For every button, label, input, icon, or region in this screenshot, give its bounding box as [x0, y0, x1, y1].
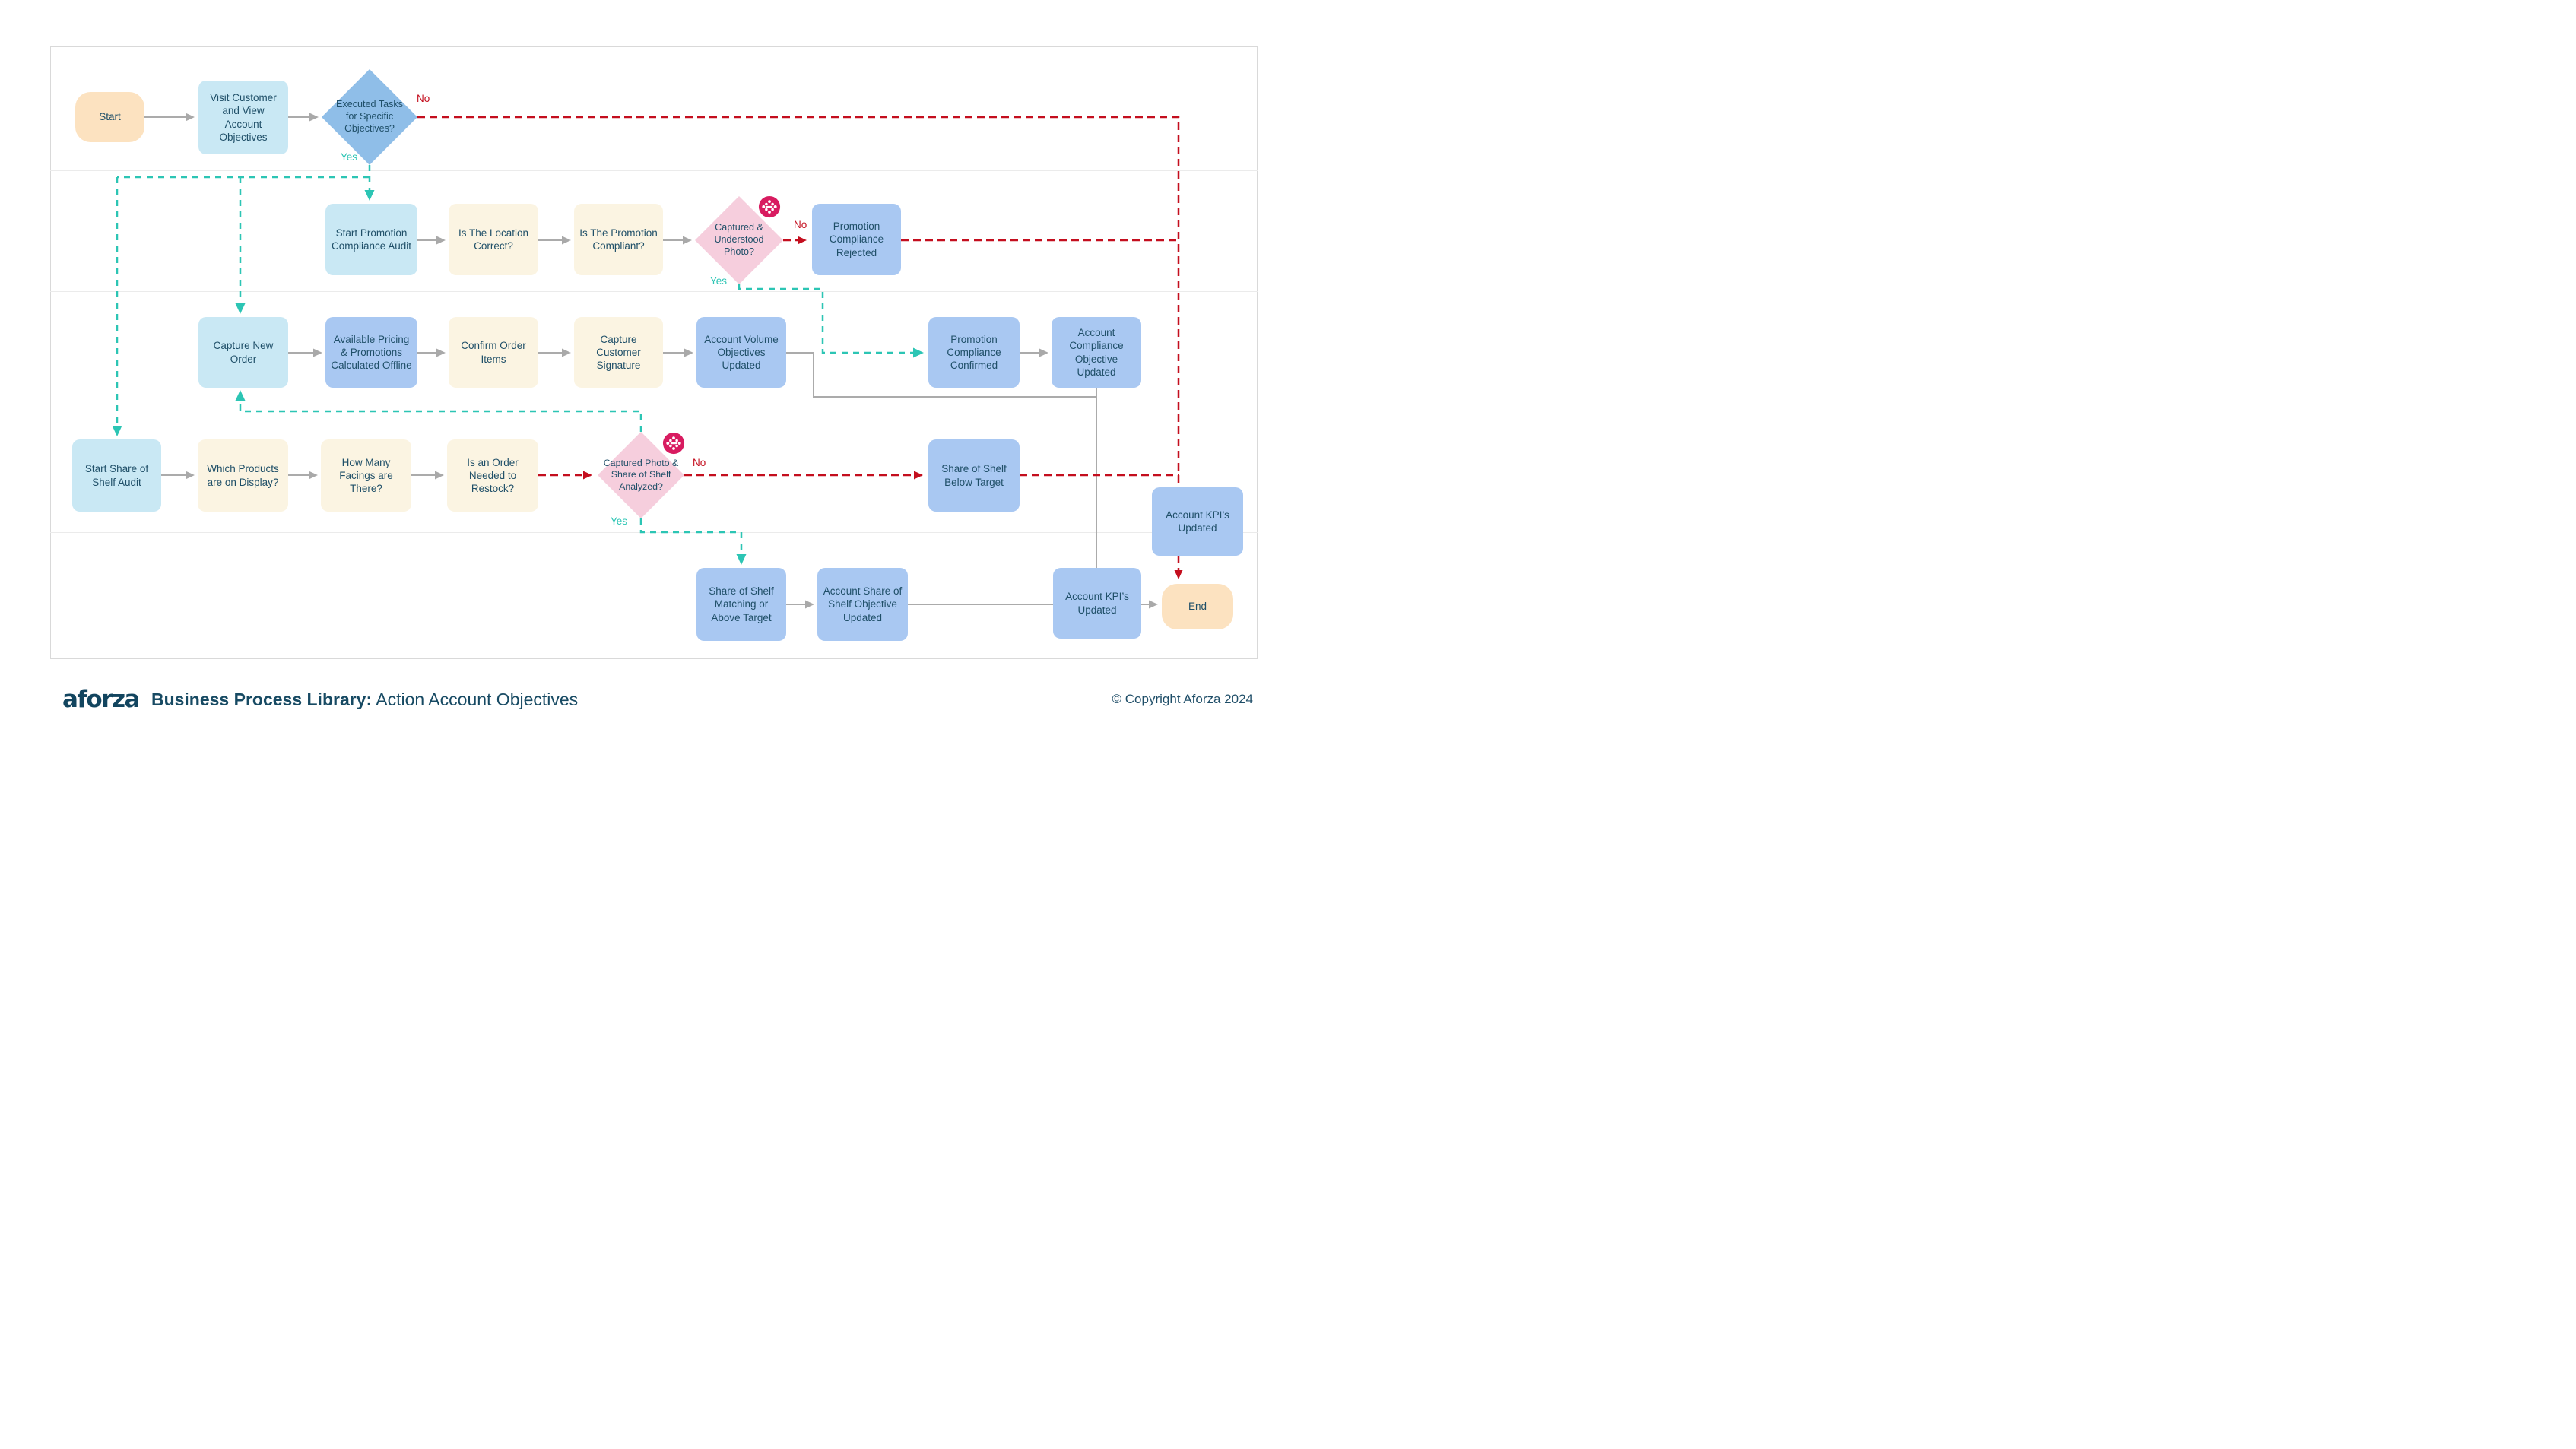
footer: aforza Business Process Library: Action …: [62, 683, 1253, 716]
node-account-kpis-updated-right: Account KPI’s Updated: [1152, 487, 1243, 556]
node-is-location-correct: Is The Location Correct?: [449, 204, 538, 275]
node-promotion-compliance-rejected: Promotion Compliance Rejected: [812, 204, 901, 275]
node-which-products-on-display: Which Products are on Display?: [198, 439, 288, 512]
edge-label-yes: Yes: [710, 275, 728, 287]
node-share-of-shelf-below-target: Share of Shelf Below Target: [928, 439, 1020, 512]
node-capture-customer-signature: Capture Customer Signature: [574, 317, 663, 388]
node-end: End: [1162, 584, 1233, 629]
edge-label-yes: Yes: [611, 515, 628, 527]
node-share-of-shelf-matching-above-target: Share of Shelf Matching or Above Target: [696, 568, 786, 641]
node-available-pricing-promotions: Available Pricing & Promotions Calculate…: [325, 317, 417, 388]
node-capture-new-order: Capture New Order: [198, 317, 288, 388]
decision-executed-tasks: Executed Tasks for Specific Objectives?: [322, 69, 417, 165]
lane-separator: [50, 291, 1258, 292]
ai-intelligence-icon: [758, 195, 781, 218]
node-account-volume-objectives-updated: Account Volume Objectives Updated: [696, 317, 786, 388]
edge-label-no: No: [417, 93, 430, 104]
edge-label-no: No: [693, 457, 706, 468]
aforza-logo: aforza: [62, 686, 140, 713]
copyright-text: © Copyright Aforza 2024: [1112, 692, 1253, 706]
node-start-promotion-compliance-audit: Start Promotion Compliance Audit: [325, 204, 417, 275]
ai-intelligence-icon: [662, 432, 685, 455]
page-title: Business Process Library: Action Account…: [151, 689, 579, 709]
node-how-many-facings: How Many Facings are There?: [321, 439, 411, 512]
node-account-kpis-updated-bottom: Account KPI’s Updated: [1053, 568, 1141, 639]
node-start-share-of-shelf-audit: Start Share of Shelf Audit: [72, 439, 161, 512]
flow-connectors-svg: [112, 113, 1183, 609]
node-visit-customer: Visit Customer and View Account Objectiv…: [198, 81, 288, 154]
node-promotion-compliance-confirmed: Promotion Compliance Confirmed: [928, 317, 1020, 388]
edge-label-yes: Yes: [341, 151, 358, 163]
node-confirm-order-items: Confirm Order Items: [449, 317, 538, 388]
lane-separator: [50, 170, 1258, 171]
node-start: Start: [75, 92, 144, 142]
node-account-compliance-objective-updated: Account Compliance Objective Updated: [1052, 317, 1141, 388]
flowchart-canvas: Start Visit Customer and View Account Ob…: [0, 0, 1288, 724]
node-account-share-of-shelf-objective-updated: Account Share of Shelf Objective Updated: [817, 568, 908, 641]
edge-label-no: No: [794, 219, 807, 230]
node-is-order-needed-restock: Is an Order Needed to Restock?: [447, 439, 538, 512]
node-is-promotion-compliant: Is The Promotion Compliant?: [574, 204, 663, 275]
